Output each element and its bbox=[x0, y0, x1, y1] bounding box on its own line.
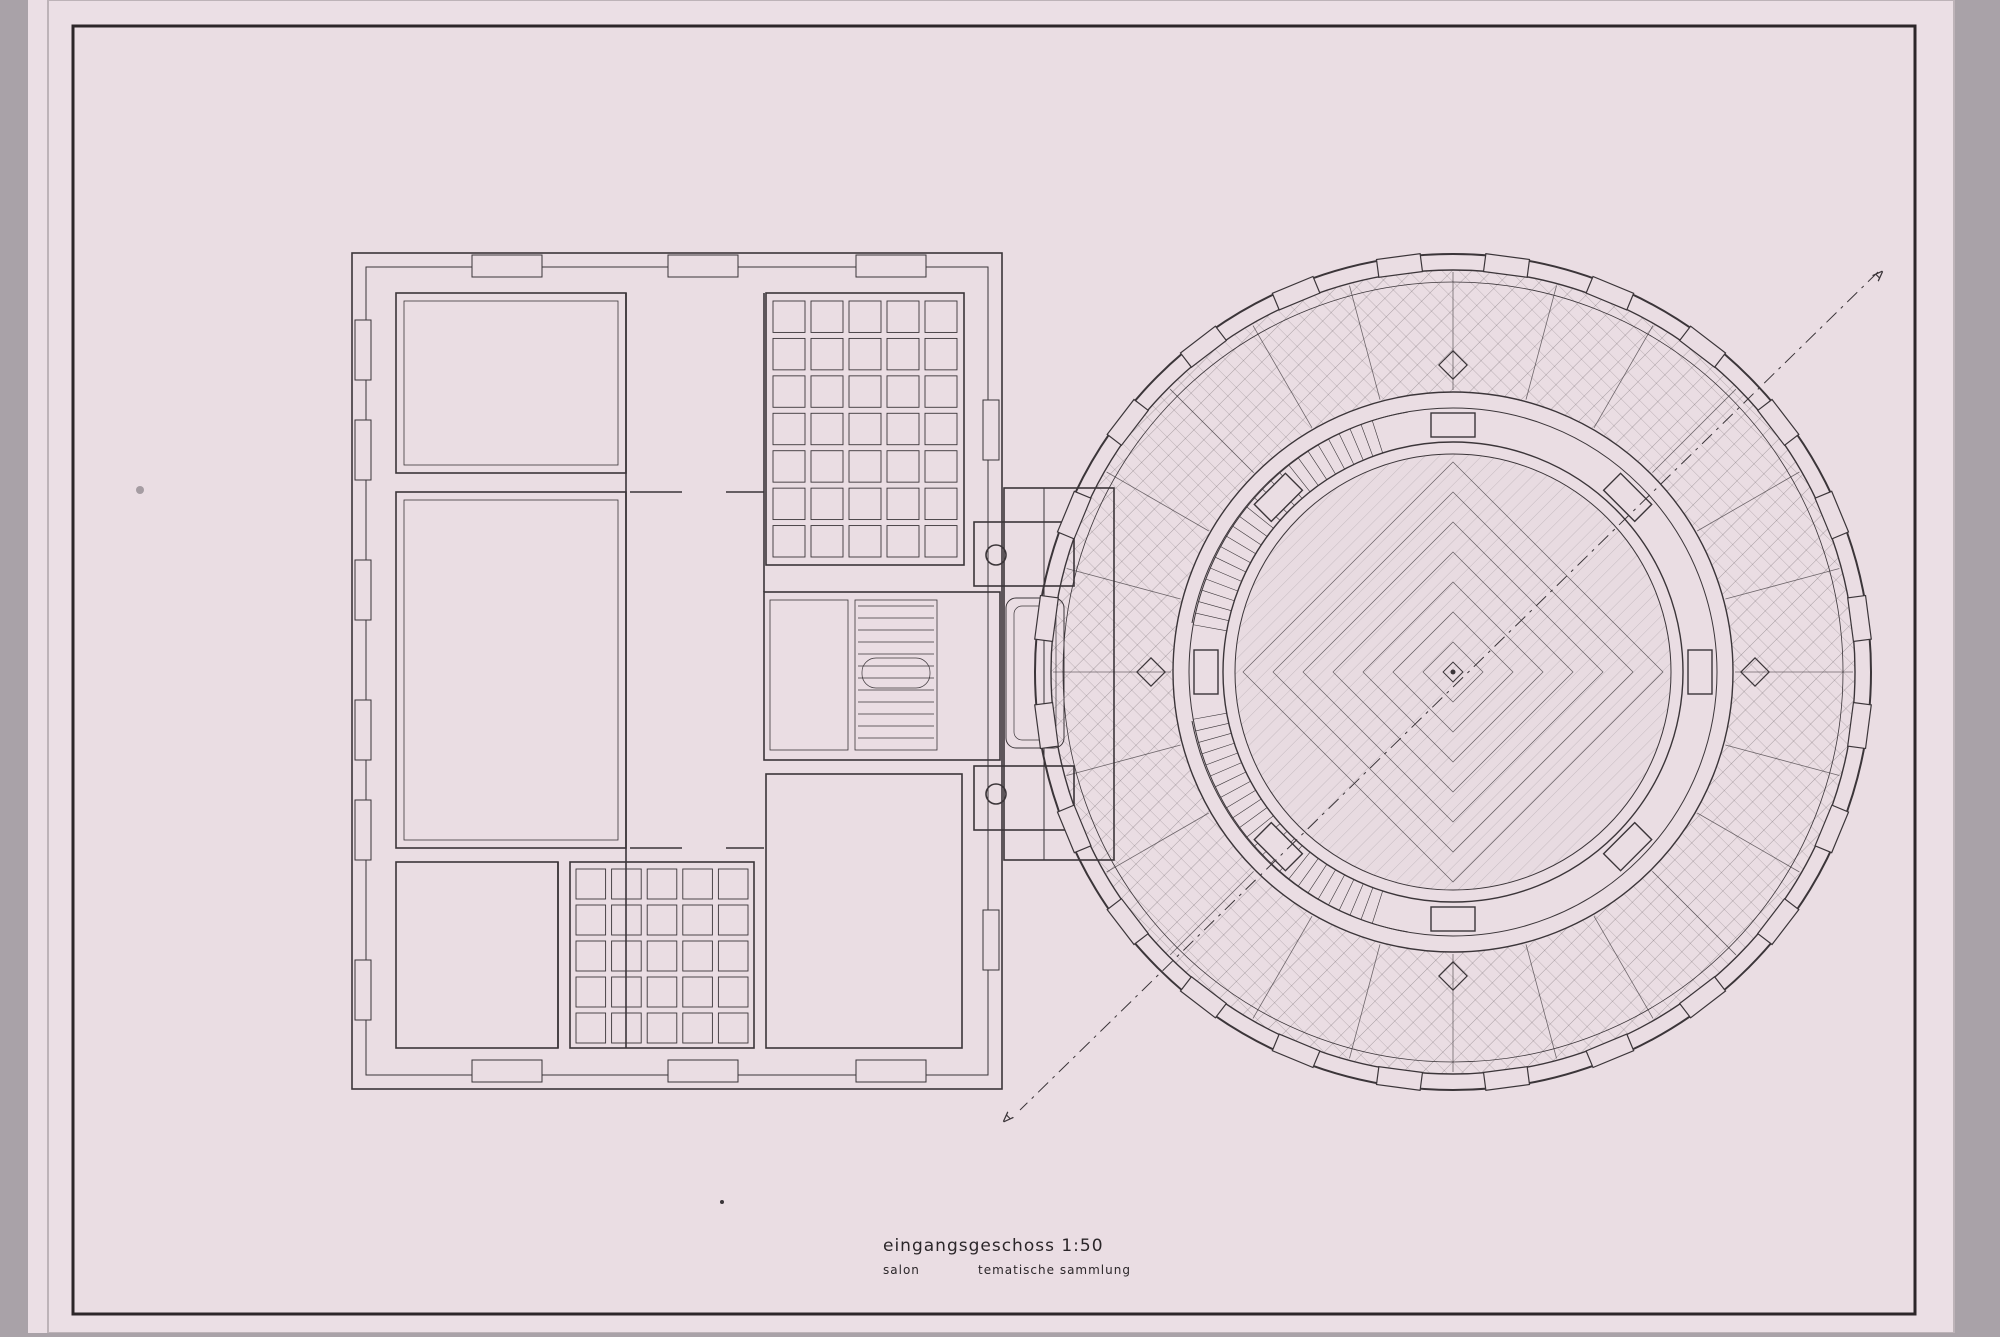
stair-hall bbox=[763, 591, 1001, 761]
staircase-treads bbox=[858, 605, 934, 739]
rotunda-plan bbox=[1034, 253, 1872, 1091]
room-top-right-coffered bbox=[765, 292, 965, 566]
coffer-grid-top bbox=[772, 300, 958, 558]
drawing-subtitle-collection: tematische sammlung bbox=[978, 1263, 1131, 1277]
villa-plan bbox=[351, 252, 1115, 1090]
drawing-subtitle-salon: salon bbox=[883, 1263, 920, 1277]
drawing-title: eingangsgeschoss 1:50 bbox=[883, 1236, 1104, 1256]
room-bottom-right bbox=[765, 773, 963, 1049]
window-openings bbox=[354, 254, 1000, 1083]
room-bottom-coffered bbox=[569, 861, 755, 1049]
coffer-grid-bottom bbox=[575, 868, 749, 1044]
